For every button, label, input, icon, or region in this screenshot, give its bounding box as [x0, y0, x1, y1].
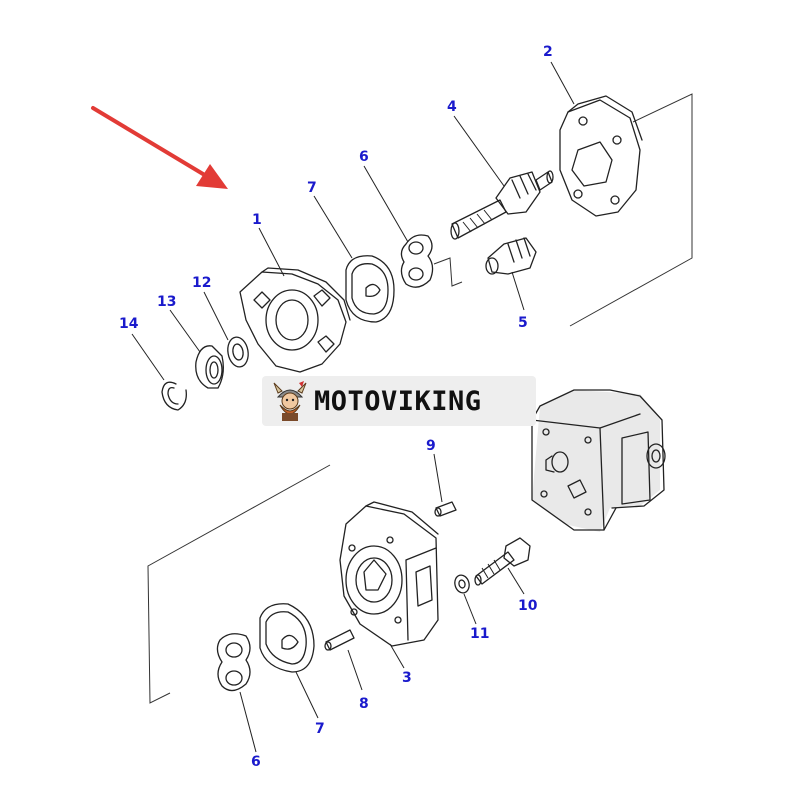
part-14-snap-ring: [161, 381, 187, 411]
red-arrow-icon: [91, 106, 228, 189]
part-4-drive-shaft: [450, 170, 554, 240]
label-part-6-lower: 6: [251, 754, 261, 770]
part-6-upper-bushing-plate: [400, 234, 463, 288]
label-part-5: 5: [518, 315, 528, 331]
label-part-2: 2: [543, 44, 553, 60]
part-numbers: 1 2 4 5 6 7 12 13 14 9 10 11 3 8 7 6: [119, 44, 553, 770]
label-part-8: 8: [359, 696, 369, 712]
part-3-gear-housing: [339, 501, 439, 647]
part-12-washer: [227, 336, 249, 368]
part-13-bearing: [195, 345, 224, 389]
brand-name: MOTOVIKING: [314, 385, 482, 417]
label-part-4: 4: [447, 99, 457, 115]
label-part-11: 11: [470, 626, 489, 642]
label-part-6-upper: 6: [359, 149, 369, 165]
label-part-10: 10: [518, 598, 538, 614]
part-5-driven-gear: [485, 237, 537, 275]
lower-frame: [147, 464, 331, 704]
part-7-upper-gasket: [345, 255, 395, 323]
label-part-7-upper: 7: [307, 180, 317, 196]
part-1-front-cover: [239, 267, 351, 373]
label-part-1: 1: [252, 212, 262, 228]
part-9-pin: [434, 501, 457, 517]
label-part-12: 12: [192, 275, 211, 291]
upper-frame: [569, 93, 693, 327]
part-6-lower-bushing-plate: [216, 633, 251, 692]
part-7-lower-gasket: [259, 603, 315, 673]
label-part-3: 3: [402, 670, 412, 686]
assembled-pump: [531, 389, 666, 532]
leader-lines: [131, 61, 575, 753]
part-10-bolt: [474, 537, 531, 586]
label-part-9: 9: [426, 438, 436, 454]
brand-watermark: MOTOVIKING: [262, 376, 536, 426]
label-part-13: 13: [157, 294, 176, 310]
part-2-flange: [559, 95, 643, 217]
viking-mascot-icon: [273, 381, 307, 421]
part-11-washer: [454, 574, 470, 594]
label-part-14: 14: [119, 316, 139, 332]
label-part-7-lower: 7: [315, 721, 325, 737]
part-8-dowel-pin: [324, 629, 355, 651]
